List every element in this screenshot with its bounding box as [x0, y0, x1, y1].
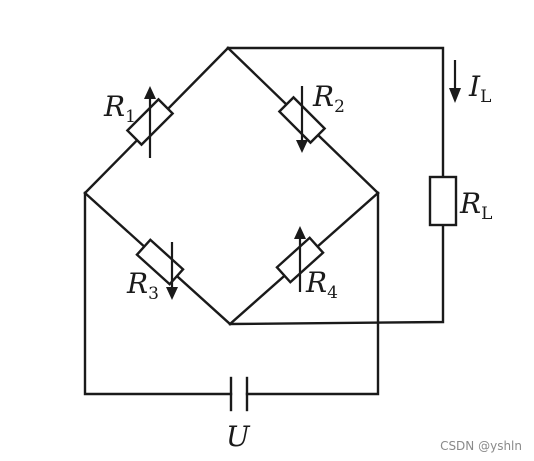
label-il: IL: [468, 70, 491, 107]
wire-left-to-source: [83, 191, 233, 396]
label-r3: R3: [126, 267, 159, 304]
label-r4: R4: [305, 266, 338, 303]
label-u: U: [226, 420, 251, 453]
supply-loop-wires: [83, 191, 380, 396]
label-rl: RL: [459, 187, 492, 224]
battery-u: [229, 376, 249, 412]
watermark: CSDN @yshln: [440, 439, 522, 453]
r4-arrow-up: [294, 226, 306, 292]
load-loop-wires: [226, 46, 445, 326]
r2-arrow-down: [296, 86, 308, 153]
r3-arrow-down: [166, 242, 178, 300]
label-r2: R2: [312, 80, 345, 117]
wire-right-to-source: [245, 191, 380, 396]
current-arrow-il: [449, 60, 461, 103]
load-resistor-rl: [428, 175, 458, 227]
label-r1: R1: [103, 90, 136, 127]
wire-top-to-load: [226, 46, 445, 179]
wire-load-to-bottom: [228, 223, 445, 326]
r1-arrow-up: [144, 86, 156, 158]
